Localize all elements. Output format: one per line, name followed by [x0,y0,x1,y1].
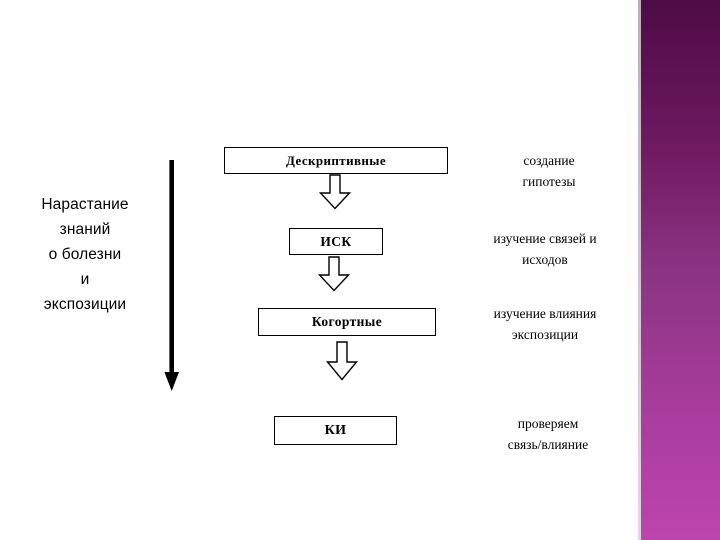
flow-box-clinical-trials[interactable]: КИ [274,416,397,445]
growth-of-knowledge-label: Нарастание знаний о болезни и экспозиции [14,192,156,317]
flow-box-clinical-trials-label: КИ [324,422,347,438]
note-verify-association: проверяем связь/влияние [458,413,638,455]
flow-connector-arrow-2-icon [317,256,351,292]
note-hypothesis-line-1: создание [523,153,575,168]
gradient-band-edge [638,0,641,540]
note-verify-association-line-2: связь/влияние [507,437,589,452]
growth-label-line-5: экспозиции [43,296,127,313]
purple-gradient-band [641,0,720,540]
flow-connector-arrow-1-icon [318,174,352,210]
flow-connector-arrow-3-icon [326,341,358,381]
flow-box-descriptive-label: Дескриптивные [285,152,386,168]
flow-box-descriptive[interactable]: Дескриптивные [224,147,448,174]
note-exposure-effect-line-1: изучение влияния [493,306,597,321]
note-verify-association-line-1: проверяем [517,416,579,431]
note-exposure-effect-line-2: экспозиции [511,327,579,342]
note-associations-line-1: изучение связей и [493,231,597,246]
note-exposure-effect: изучение влияния экспозиции [450,303,640,345]
note-hypothesis: создание гипотезы [463,150,635,192]
note-hypothesis-line-2: гипотезы [522,174,576,189]
growth-label-line-2: знаний [59,221,111,238]
note-associations-line-2: исходов [522,252,568,267]
flow-box-cohort-label: Когортные [311,314,383,329]
growth-label-line-4: и [80,271,90,288]
flow-box-cohort[interactable]: Когортные [258,308,436,336]
note-associations: изучение связей и исходов [450,228,640,270]
flow-box-case-control-label: ИСК [320,233,352,249]
downward-arrow-icon [164,160,179,391]
growth-label-line-1: Нарастание [41,196,129,213]
flow-box-case-control[interactable]: ИСК [289,228,383,255]
growth-label-line-3: о болезни [48,246,122,263]
